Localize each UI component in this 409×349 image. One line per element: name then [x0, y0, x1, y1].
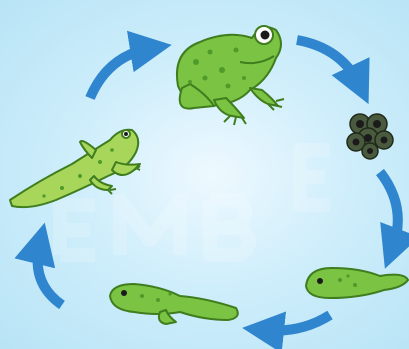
- arrow-adult-to-eggs: [297, 40, 360, 86]
- arrow-froglet-to-adult: [90, 48, 152, 98]
- frog-eggs-icon: [347, 114, 393, 159]
- tadpole-icon: [306, 268, 408, 298]
- tadpole-with-legs-icon: [110, 284, 238, 324]
- adult-frog-icon: [177, 26, 284, 125]
- arrow-tadpole-to-legged-tadpole: [262, 315, 330, 331]
- arrow-eggs-to-tadpole: [380, 172, 398, 250]
